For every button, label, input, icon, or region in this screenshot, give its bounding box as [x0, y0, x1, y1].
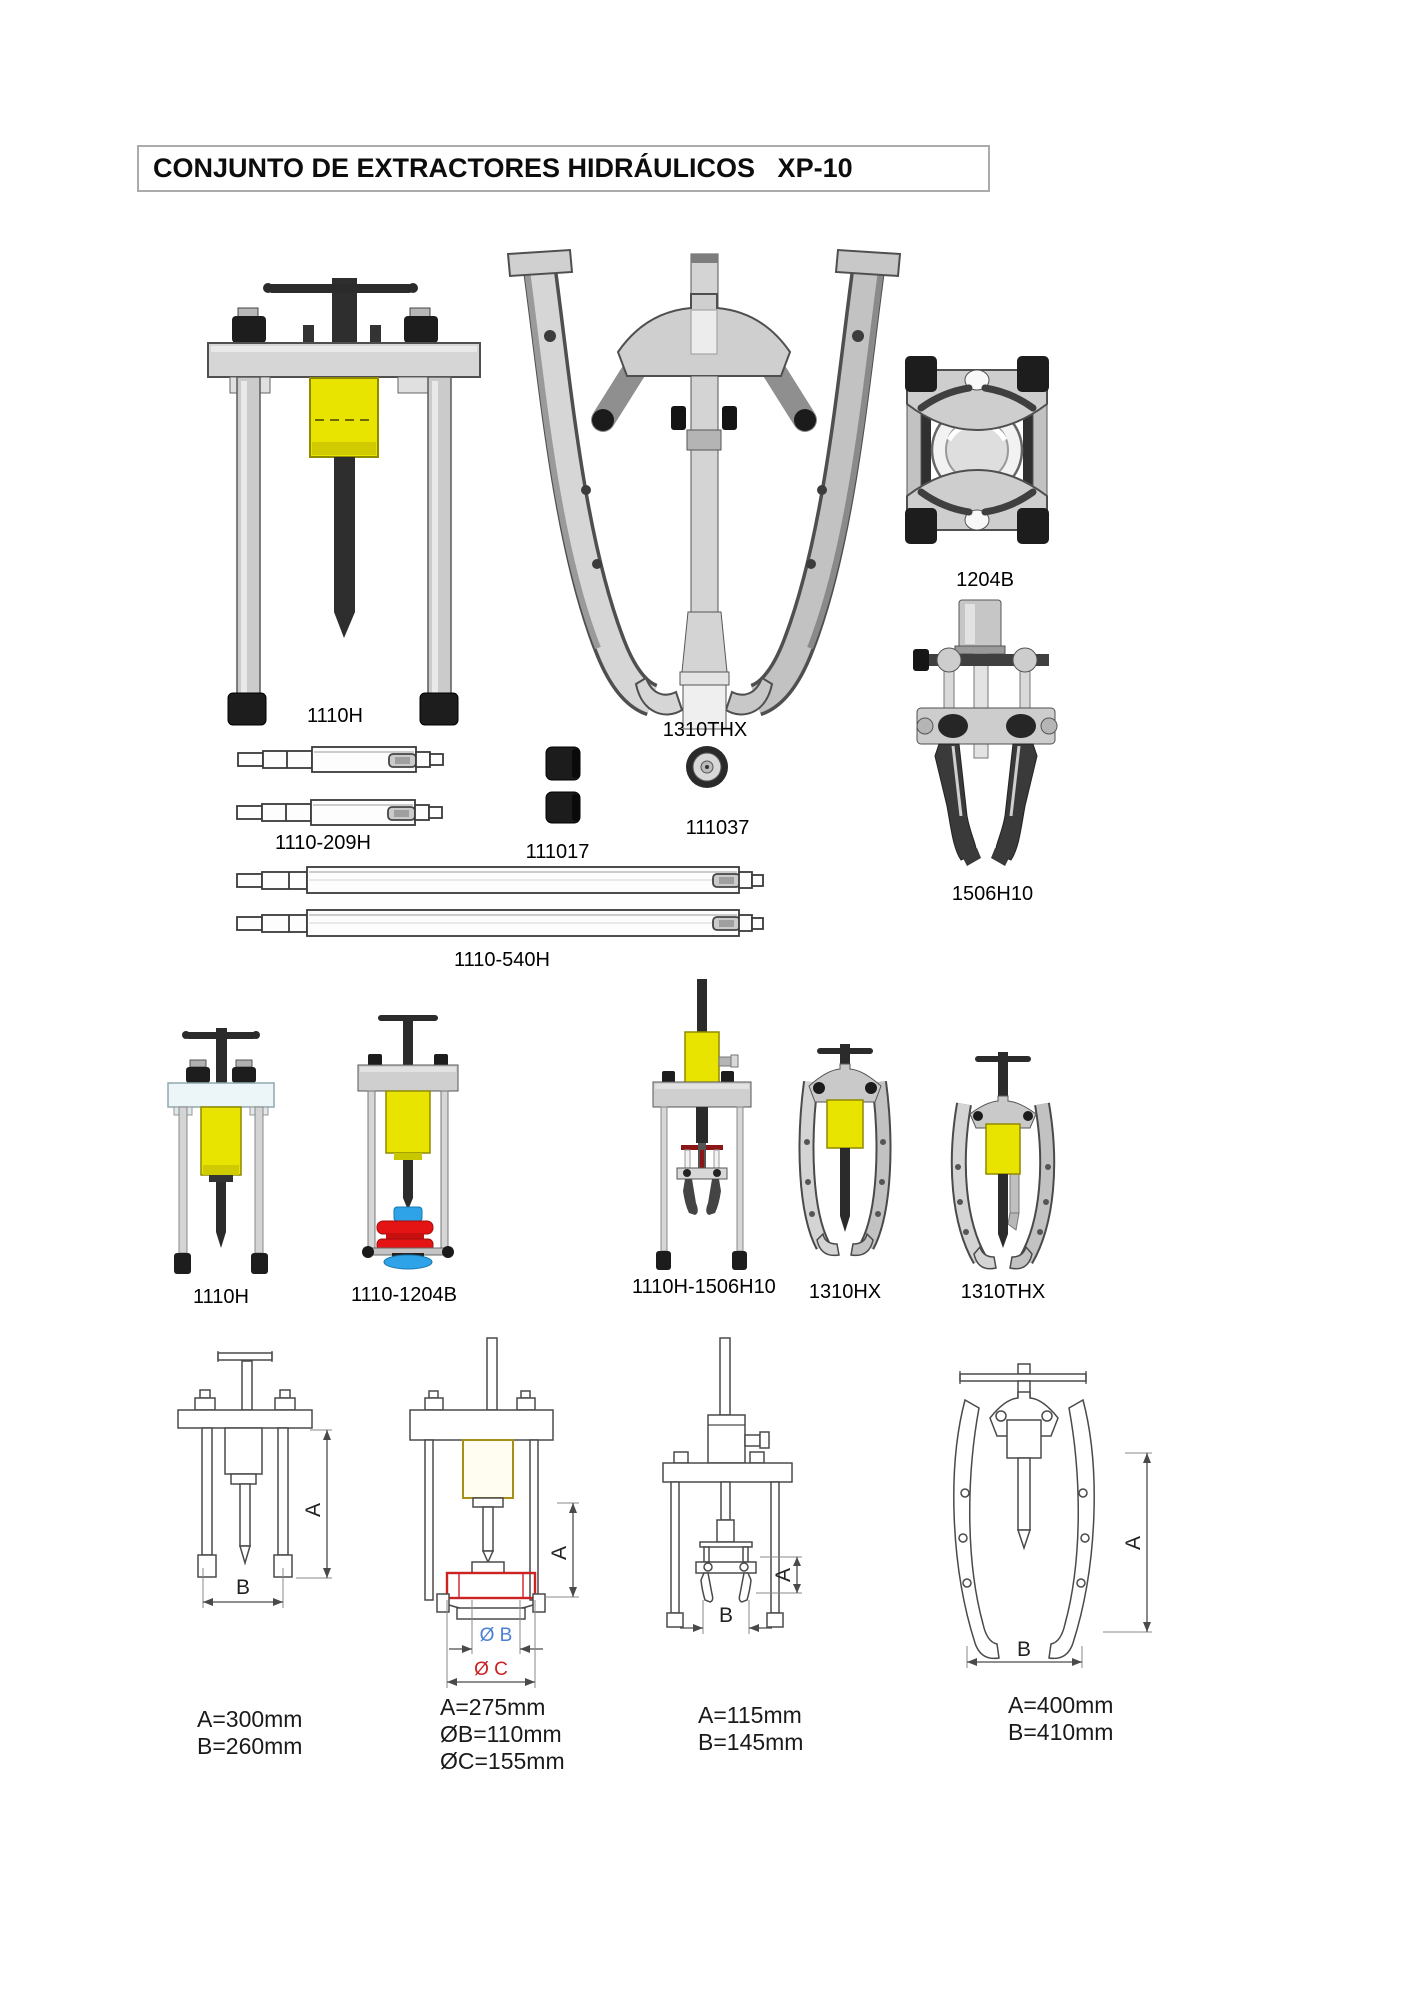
dim-letter-a: A	[772, 1568, 795, 1582]
red-pulley	[376, 1220, 434, 1235]
dimension-a: A	[296, 1429, 332, 1579]
red-separator-outline	[445, 1571, 537, 1600]
dimension-drawing-1110h: A B	[177, 1351, 332, 1608]
product-image-rod-short-1	[237, 746, 444, 773]
assembly-1110h-graphic	[167, 1028, 275, 1274]
dimension-b: B	[202, 1568, 284, 1608]
assembly-1310thx-small-graphic	[950, 1052, 1056, 1270]
dim-letter-b: B	[236, 1576, 250, 1599]
caps-graphic	[545, 746, 581, 824]
product-image-1110h	[207, 278, 481, 726]
separator-1204b-graphic	[905, 356, 1049, 544]
drawing-1310hx-outline	[953, 1363, 1095, 1660]
part-label-1310thx: 1310THX	[662, 719, 748, 741]
dim-line: B=260mm	[197, 1733, 303, 1759]
drawing-1110h-outline	[177, 1351, 313, 1578]
puller-1110h-graphic	[207, 278, 481, 726]
dim-line: A=400mm	[1008, 1692, 1114, 1718]
product-image-111037	[686, 746, 728, 788]
dim-line: ØB=110mm	[440, 1721, 562, 1747]
product-image-rod-short-2	[236, 799, 443, 826]
long-rod-graphic	[236, 866, 764, 894]
assembly-image-1110h	[167, 1028, 275, 1274]
long-rod-graphic	[236, 909, 764, 937]
part-label-1204b: 1204B	[956, 569, 1014, 591]
assembly-image-1310hx	[798, 1044, 892, 1257]
washer-graphic	[686, 746, 728, 788]
jaw-right	[1009, 1102, 1056, 1270]
short-rod-graphic	[237, 746, 444, 773]
page-title: CONJUNTO DE EXTRACTORES HIDRÁULICOS XP-1…	[137, 145, 990, 192]
dim-letter-oc: Ø C	[474, 1659, 508, 1680]
part-label-1110h: 1110H	[307, 705, 363, 727]
assembly-label-1310hx: 1310HX	[808, 1281, 882, 1303]
jaw-right	[724, 248, 902, 717]
dimension-oc: Ø C	[446, 1600, 536, 1688]
dimension-drawing-1506h10-combo: A B	[662, 1337, 802, 1634]
assembly-image-1310thx-small	[950, 1052, 1056, 1270]
product-image-1310thx	[506, 248, 902, 730]
jaw-left	[950, 1102, 997, 1270]
dimensions-text-1506h10-combo: A=115mm B=145mm	[698, 1702, 803, 1756]
assembly-label-1110h-1506h10: 1110H-1506H10	[632, 1276, 776, 1298]
dim-line: A=115mm	[698, 1702, 802, 1728]
short-rod-graphic	[236, 799, 443, 826]
puller-1310thx-graphic	[506, 248, 902, 730]
product-image-1506h10	[913, 599, 1058, 866]
jaw-right	[1048, 1398, 1095, 1660]
dim-letter-b: B	[1017, 1638, 1031, 1661]
product-image-rod-long-2	[236, 909, 764, 937]
part-label-1506h10: 1506H10	[951, 883, 1034, 905]
dim-line: A=300mm	[197, 1706, 303, 1732]
part-label-111017: 111017	[525, 841, 590, 863]
product-image-111017	[545, 746, 581, 824]
dimensions-text-1110-1204b: A=275mm ØB=110mm ØC=155mm	[440, 1694, 565, 1775]
part-label-111037: 111037	[685, 817, 750, 839]
dim-line: B=145mm	[698, 1729, 804, 1755]
assembly-1110h-1506h10-graphic	[652, 979, 752, 1270]
dim-line: B=410mm	[1008, 1719, 1114, 1745]
jaw-left	[798, 1080, 840, 1257]
dimension-drawing-1310hx: A B	[953, 1363, 1152, 1668]
part-label-1110-209h: 1110-209H	[275, 832, 371, 854]
part-label-1110-540h: 1110-540H	[454, 949, 550, 971]
dimension-a: A	[756, 1556, 802, 1594]
jaw-left	[953, 1398, 1000, 1660]
assembly-label-1110-1204b: 1110-1204B	[350, 1284, 457, 1306]
dim-letter-a: A	[1122, 1536, 1145, 1550]
dimension-drawing-1110-1204b: A Ø B Ø C	[409, 1337, 579, 1688]
puller-1506h10-graphic	[913, 599, 1058, 866]
product-image-1204b	[905, 356, 1049, 544]
assembly-label-1310thx: 1310THX	[960, 1281, 1046, 1303]
dimension-b: B	[966, 1638, 1083, 1668]
mini-puller	[676, 1143, 728, 1215]
assembly-image-1110-1204b	[357, 1015, 459, 1270]
dim-letter-ob: Ø B	[480, 1625, 513, 1646]
dim-letter-a: A	[302, 1503, 325, 1517]
dimensions-text-1110h: A=300mm B=260mm	[197, 1706, 302, 1760]
assembly-1110-1204b-graphic	[357, 1015, 459, 1270]
jaw-left	[934, 743, 981, 866]
dimension-a: A	[545, 1502, 579, 1598]
dimension-a: A	[1103, 1452, 1152, 1633]
assembly-image-1110h-1506h10	[652, 979, 752, 1270]
dim-line: ØC=155mm	[440, 1748, 565, 1774]
jaw-right	[991, 743, 1038, 866]
dimension-ob: Ø B	[449, 1600, 543, 1654]
dimensions-text-1310hx: A=400mm B=410mm	[1008, 1692, 1113, 1746]
jaw-left	[506, 248, 684, 717]
dim-letter-a: A	[548, 1546, 571, 1560]
product-image-rod-long-1	[236, 866, 764, 894]
drawing-1110-1204b-outline	[409, 1337, 554, 1620]
dim-letter-b: B	[719, 1604, 733, 1627]
jaw-right	[850, 1080, 892, 1257]
assembly-1310hx-graphic	[798, 1044, 892, 1257]
dim-line: A=275mm	[440, 1694, 546, 1720]
drawing-1506h10-combo-outline	[662, 1337, 793, 1628]
assembly-label-1110h: 1110H	[193, 1286, 249, 1308]
dimension-b: B	[680, 1600, 772, 1634]
